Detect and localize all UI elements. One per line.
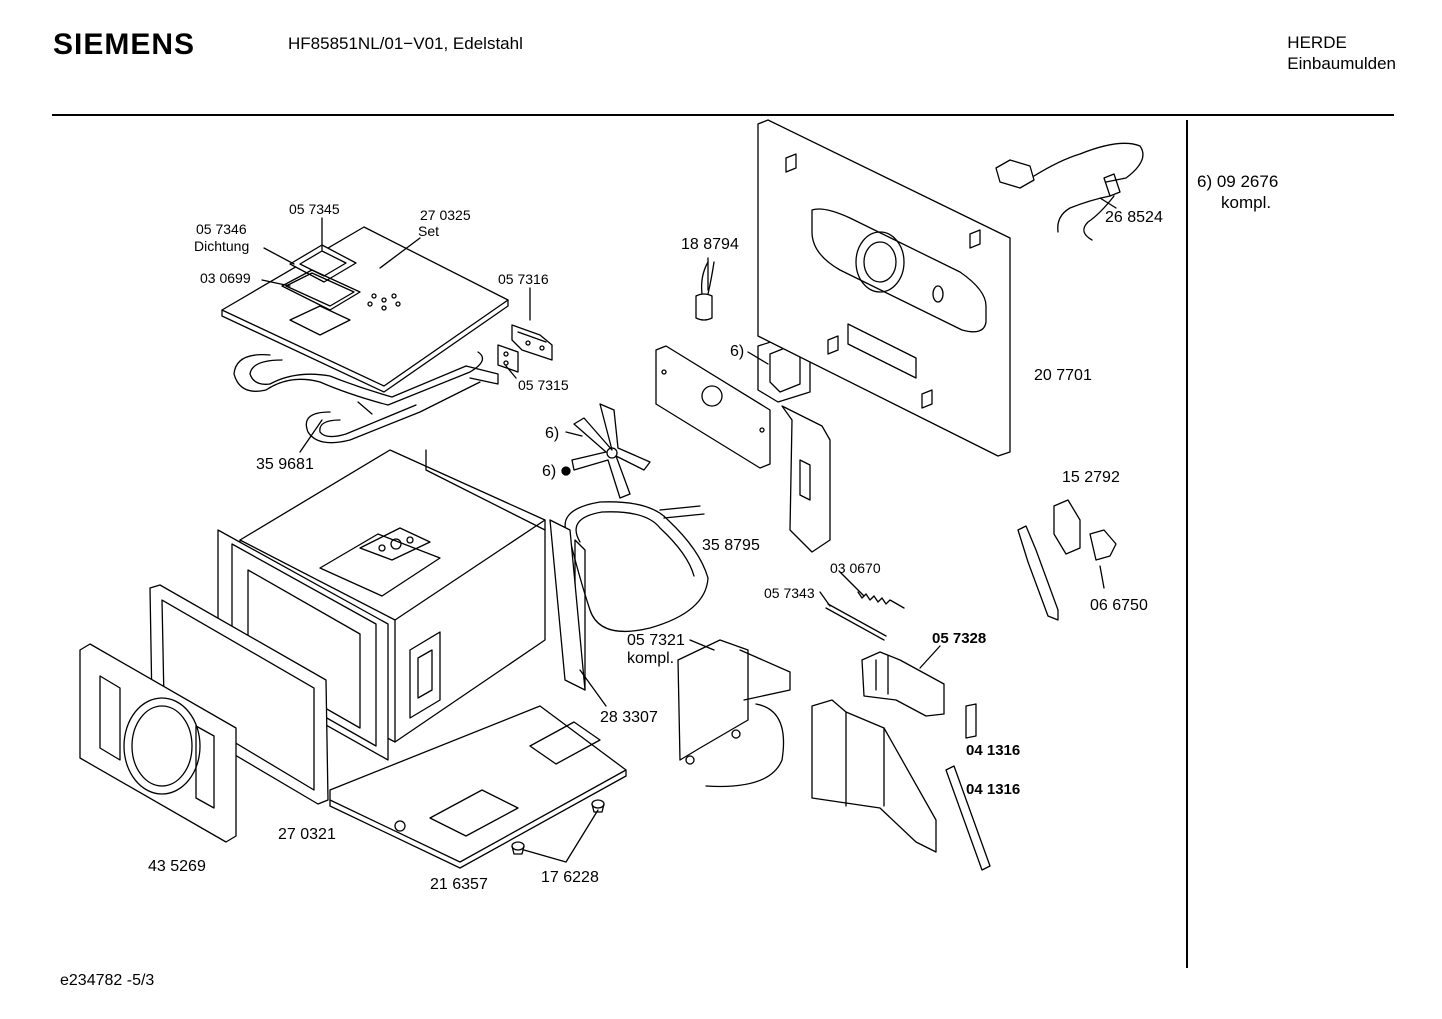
part-label-066750: 06 6750: [1090, 597, 1148, 614]
power-cable: [996, 143, 1143, 240]
door-latch: [862, 652, 944, 716]
part-label-041316-short: 04 1316: [966, 742, 1021, 759]
part-label-188794: 18 8794: [681, 236, 739, 253]
lock-housing: [812, 700, 936, 852]
cavity-gasket: [550, 520, 585, 690]
part-label-207701: 20 7701: [1034, 367, 1092, 384]
part-label-268524: 26 8524: [1105, 209, 1163, 226]
part-label-057346: 05 7346: [196, 221, 247, 237]
header-divider: [52, 114, 1394, 116]
part-label-041316-long: 04 1316: [966, 781, 1021, 798]
seal-strip-long: [946, 766, 990, 870]
mounting-brackets: [498, 325, 552, 372]
part-label-057345: 05 7345: [289, 201, 340, 217]
part-label-kompl: kompl.: [627, 650, 675, 667]
part-label-030670: 03 0670: [830, 560, 881, 576]
model-title: HF85851NL/01−V01, Edelstahl: [288, 34, 523, 53]
ring-heating-element: [565, 502, 708, 632]
door-lock-assembly: [678, 640, 790, 786]
top-cover-plate: [222, 227, 508, 392]
part-label-176228: 17 6228: [541, 869, 599, 886]
fan-blade: [572, 404, 650, 498]
leader-lines: [262, 198, 1116, 862]
part-label-152792: 15 2792: [1062, 469, 1120, 486]
air-guide: [782, 406, 830, 552]
part-label-270325: 27 0325: [420, 207, 471, 223]
part-label-set: Set: [418, 223, 440, 239]
category-line-2: Einbaumulden: [1287, 54, 1396, 73]
fan-cover-plate: [656, 346, 770, 468]
part-label-057321: 05 7321: [627, 632, 685, 649]
part-label-057315: 05 7315: [518, 377, 569, 393]
part-label-motor-6: 6): [730, 343, 745, 360]
capacitor: [696, 262, 714, 320]
brand-logo: SIEMENS: [53, 28, 196, 61]
part-label-030699: 03 0699: [200, 270, 251, 286]
rear-panel: [758, 120, 1010, 456]
door-inner-panel: [80, 644, 236, 842]
seal-strip-short: [966, 704, 976, 738]
part-label-dichtung: Dichtung: [194, 238, 250, 254]
side-note-line-1: 6) 09 2676: [1197, 172, 1279, 191]
glass-pane: [282, 245, 360, 310]
footer-code: e234782 -5/3: [60, 972, 155, 989]
side-column-divider: [1186, 120, 1188, 968]
part-label-057328: 05 7328: [932, 630, 987, 647]
part-label-fan-nut-6: 6): [542, 463, 557, 480]
category-heading: HERDE Einbaumulden: [1287, 32, 1396, 74]
part-label-359681: 35 9681: [256, 456, 314, 473]
top-heating-element: [234, 352, 498, 443]
category-line-1: HERDE: [1287, 33, 1347, 52]
switch-bracket: [1018, 500, 1116, 620]
part-label-216357: 21 6357: [430, 876, 488, 893]
lock-rod: [826, 604, 886, 640]
spring: [858, 592, 904, 608]
bottom-plate: [330, 706, 626, 868]
part-label-283307: 28 3307: [600, 709, 658, 726]
fan-nut: [562, 467, 570, 475]
part-label-057343: 05 7343: [764, 585, 815, 601]
feet: [512, 800, 604, 854]
part-label-270321: 27 0321: [278, 826, 336, 843]
part-label-435269: 43 5269: [148, 858, 206, 875]
part-label-358795: 35 8795: [702, 537, 760, 554]
side-note-line-2: kompl.: [1221, 193, 1272, 212]
side-note: 6) 09 2676 kompl.: [1197, 171, 1278, 213]
part-label-fan-6: 6): [545, 425, 560, 442]
part-label-057316: 05 7316: [498, 271, 549, 287]
